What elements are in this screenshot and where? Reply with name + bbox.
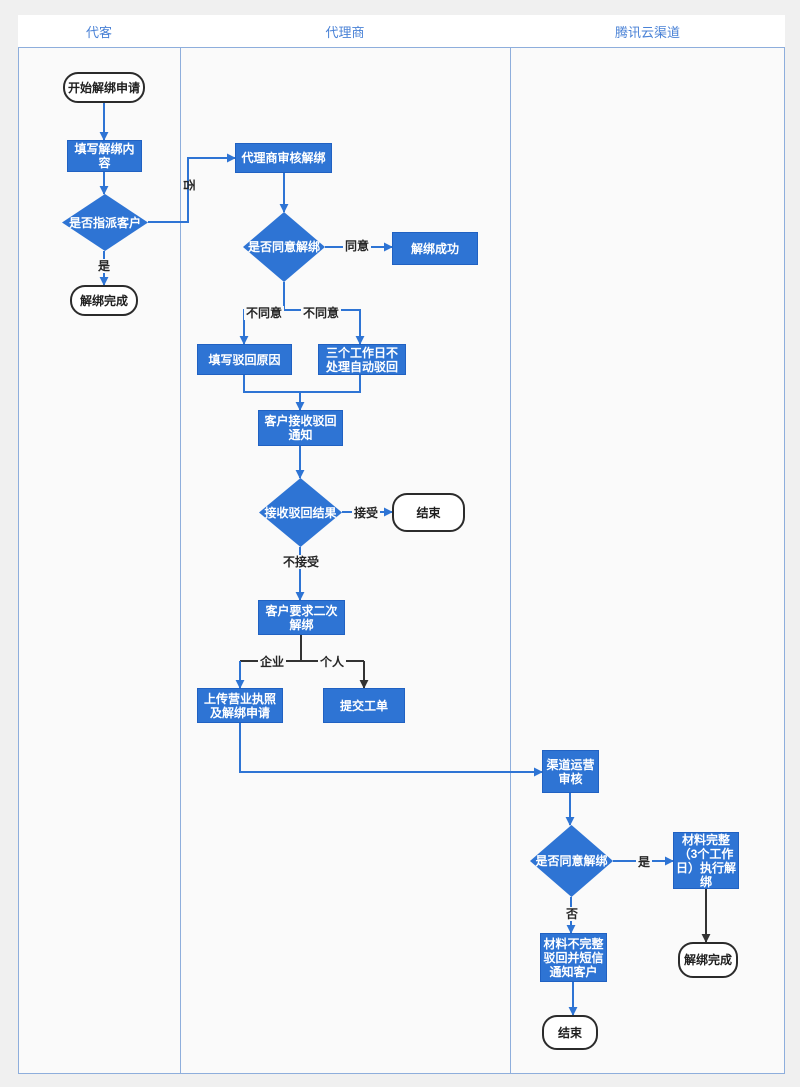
edge-label-no-1: 否 [182, 178, 196, 192]
node-end-1: 结束 [392, 493, 465, 532]
lane-header-customer: 代客 [18, 15, 180, 48]
node-customer-second-unbind: 客户要求二次解绑 [258, 600, 345, 635]
edge-label-agree: 同意 [342, 239, 372, 253]
edge-label-personal: 个人 [317, 655, 347, 669]
edge-label-enterprise: 企业 [257, 655, 287, 669]
lane-header-tencent-channel-label: 腾讯云渠道 [614, 24, 680, 40]
edge-label-accept: 接受 [351, 506, 381, 520]
node-submit-ticket: 提交工单 [323, 688, 405, 723]
node-agent-review-unbind: 代理商审核解绑 [235, 143, 332, 173]
swimlane-board [18, 15, 785, 1074]
node-channel-ops-review: 渠道运营审核 [542, 750, 599, 793]
node-unbind-success: 解绑成功 [392, 232, 478, 265]
lane-header-tencent-channel: 腾讯云渠道 [510, 15, 785, 48]
node-materials-incomplete-reject: 材料不完整驳回并短信通知客户 [540, 933, 607, 982]
edge-label-yes-1: 是 [95, 259, 113, 273]
node-fill-unbind-content: 填写解绑内容 [67, 140, 142, 172]
node-unbind-complete-1: 解绑完成 [70, 285, 138, 316]
node-fill-reject-reason: 填写驳回原因 [197, 344, 292, 375]
lane-divider-2 [510, 15, 511, 1074]
edge-label-yes-2: 是 [635, 855, 653, 869]
node-auto-reject-3-days: 三个工作日不处理自动驳回 [318, 344, 406, 375]
lane-header-agent-label: 代理商 [325, 24, 365, 40]
node-end-2: 结束 [542, 1015, 598, 1050]
lane-header-customer-label: 代客 [85, 24, 112, 40]
node-materials-complete-execute: 材料完整（3个工作日）执行解绑 [673, 832, 739, 889]
node-unbind-complete-2: 解绑完成 [678, 942, 738, 978]
node-start-unbind-request: 开始解绑申请 [63, 72, 145, 103]
lane-divider-1 [180, 15, 181, 1074]
edge-label-no-2: 否 [563, 907, 581, 921]
node-customer-receive-reject-notice: 客户接收驳回通知 [258, 410, 343, 446]
edge-label-not-accept: 不接受 [280, 555, 322, 569]
lane-header-agent: 代理商 [180, 15, 510, 48]
node-upload-business-license: 上传营业执照及解绑申请 [197, 688, 283, 723]
edge-label-disagree-left: 不同意 [243, 306, 285, 320]
edge-label-disagree-right: 不同意 [300, 306, 342, 320]
